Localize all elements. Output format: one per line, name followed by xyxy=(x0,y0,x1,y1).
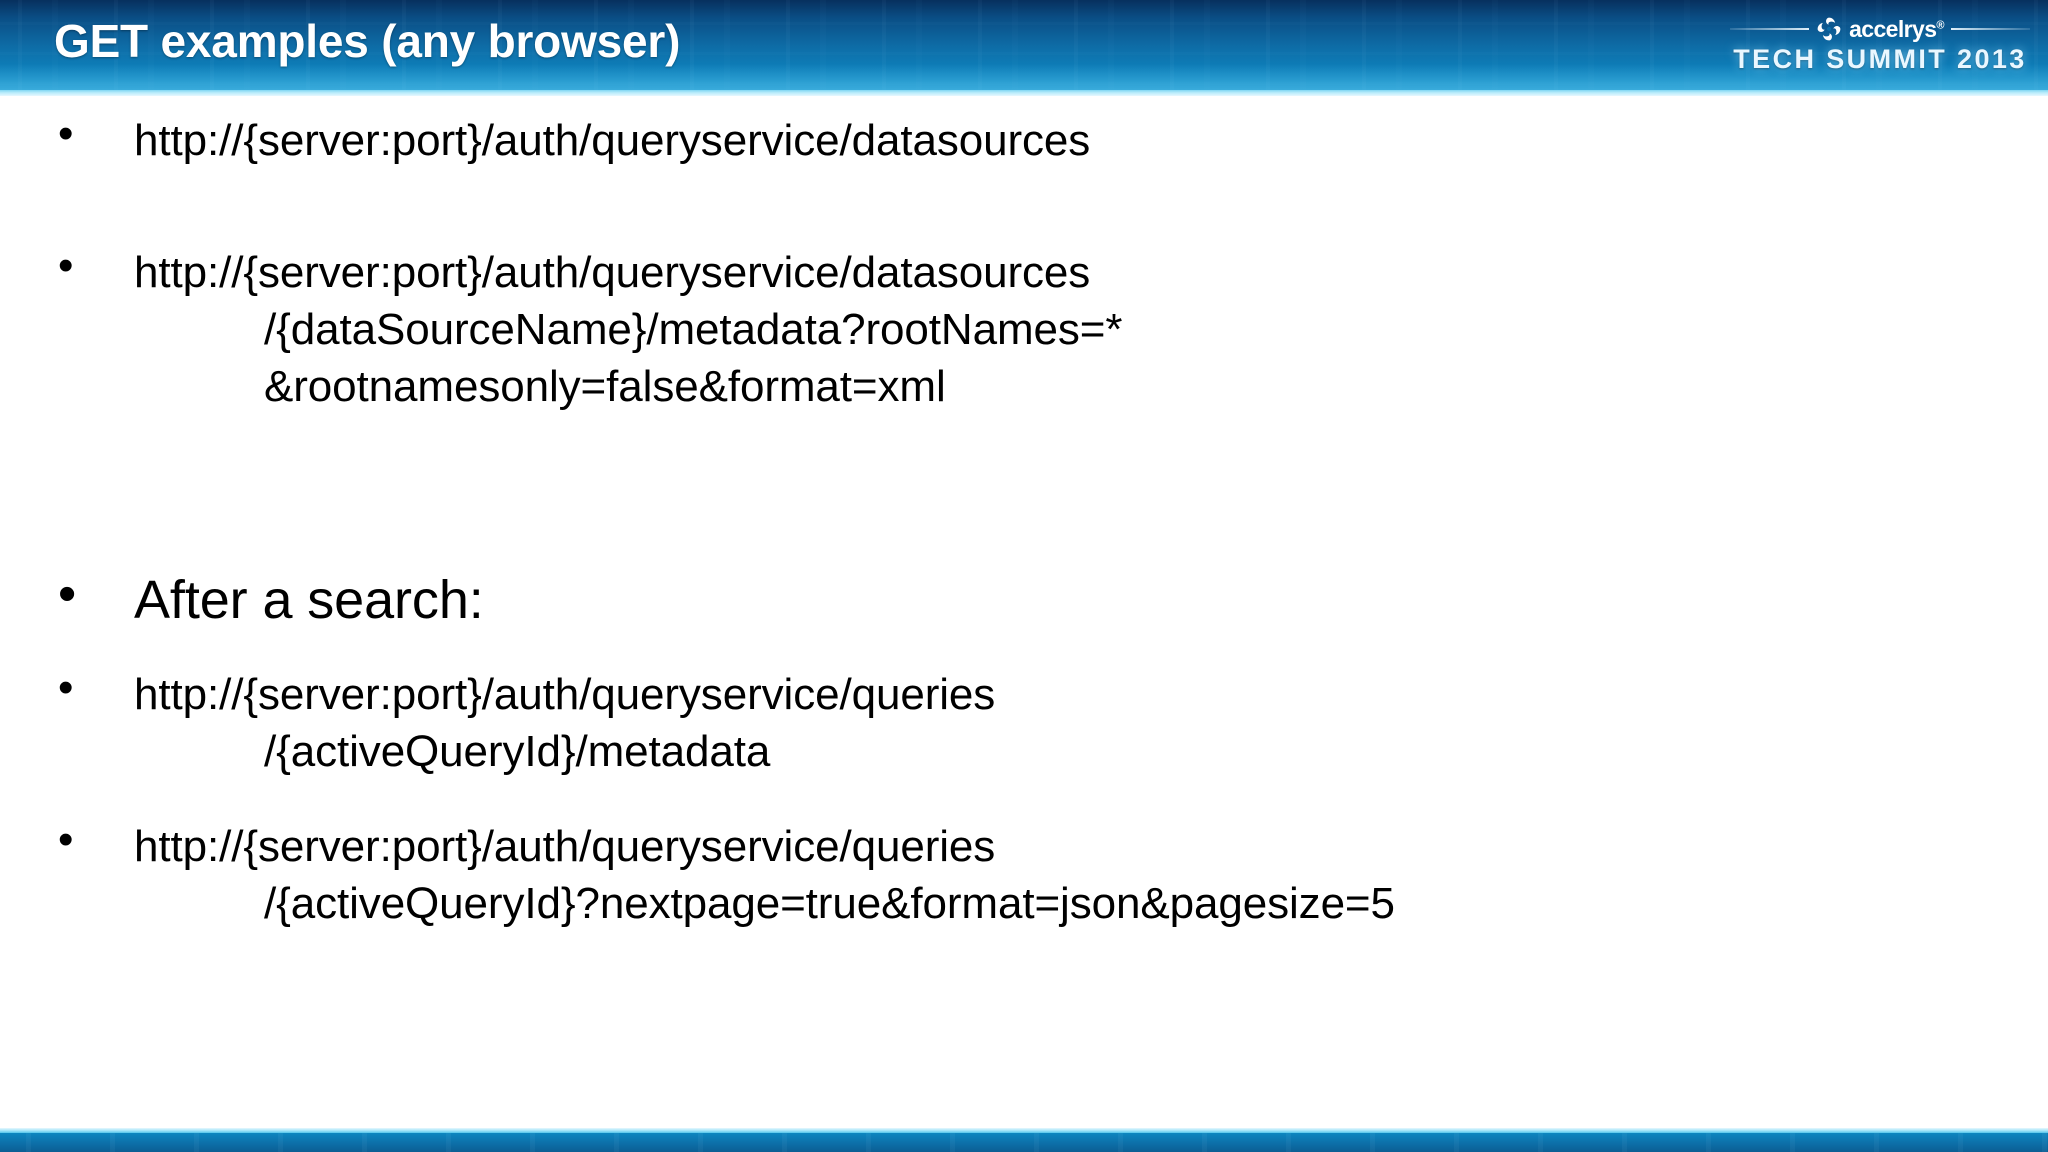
brand-trademark: ® xyxy=(1936,18,1944,31)
bullet-text: http://{server:port}/auth/queryservice/d… xyxy=(134,244,1988,416)
bullet-line-indented: /{dataSourceName}/metadata?rootNames=* xyxy=(264,305,1123,355)
bullet-line: http://{server:port}/auth/queryservice/d… xyxy=(134,248,1091,297)
brand-lockup: accelrys® TECH SUMMIT 2013 xyxy=(1730,8,2030,84)
slide-header: GET examples (any browser) xyxy=(0,0,2048,96)
bullet-marker-icon: • xyxy=(58,565,77,623)
brand-company-row: accelrys® xyxy=(1730,14,2030,44)
bullet-text: After a search: xyxy=(134,568,1988,634)
slide-body: • http://{server:port}/auth/queryservice… xyxy=(0,96,2048,1128)
bullet-after-a-search: • After a search: xyxy=(42,568,1988,634)
list-item: • http://{server:port}/auth/queryservice… xyxy=(42,244,1988,416)
bullet-line: http://{server:port}/auth/queryservice/q… xyxy=(134,822,996,871)
bullet-datasource-metadata: • http://{server:port}/auth/queryservice… xyxy=(42,244,1988,416)
list-item: • http://{server:port}/auth/queryservice… xyxy=(42,112,1988,169)
bullet-datasources-list: • http://{server:port}/auth/queryservice… xyxy=(42,112,1988,169)
header-accent-edge xyxy=(0,90,2048,96)
brand-rule-left xyxy=(1730,28,1810,30)
brand-company-name: accelrys® xyxy=(1849,15,1944,42)
bullet-marker-icon: • xyxy=(58,663,74,712)
list-item: • http://{server:port}/auth/queryservice… xyxy=(42,818,1988,932)
bullet-line-indented: /{activeQueryId}?nextpage=true&format=js… xyxy=(264,879,1395,929)
bullet-text: http://{server:port}/auth/queryservice/d… xyxy=(134,112,1988,169)
bullet-marker-icon: • xyxy=(58,109,74,158)
bullet-line: http://{server:port}/auth/queryservice/d… xyxy=(134,116,1091,165)
page-title: GET examples (any browser) xyxy=(54,15,681,67)
bullet-line-indented: /{activeQueryId}/metadata xyxy=(264,727,771,777)
footer-binary-texture xyxy=(0,1133,2048,1152)
accelrys-spiral-icon xyxy=(1816,16,1842,42)
footer-accent-edge xyxy=(0,1128,2048,1133)
bullet-text: http://{server:port}/auth/queryservice/q… xyxy=(134,818,1988,932)
list-item: • http://{server:port}/auth/queryservice… xyxy=(42,666,1988,780)
brand-rule-right xyxy=(1950,28,2030,30)
bullet-line-indented: &rootnamesonly=false&format=xml xyxy=(264,362,946,412)
list-item: • After a search: xyxy=(42,568,1988,634)
bullet-marker-icon: • xyxy=(58,241,74,290)
slide-footer xyxy=(0,1128,2048,1152)
bullet-marker-icon: • xyxy=(58,815,74,864)
bullet-query-metadata: • http://{server:port}/auth/queryservice… xyxy=(42,666,1988,780)
brand-company-text: accelrys xyxy=(1849,15,1937,42)
bullet-line: http://{server:port}/auth/queryservice/q… xyxy=(134,670,996,719)
bullet-text: http://{server:port}/auth/queryservice/q… xyxy=(134,666,1988,780)
footer-band xyxy=(0,1133,2048,1152)
brand-event-name: TECH SUMMIT 2013 xyxy=(1733,44,2027,74)
bullet-line: After a search: xyxy=(134,570,484,630)
bullet-query-nextpage: • http://{server:port}/auth/queryservice… xyxy=(42,818,1988,932)
